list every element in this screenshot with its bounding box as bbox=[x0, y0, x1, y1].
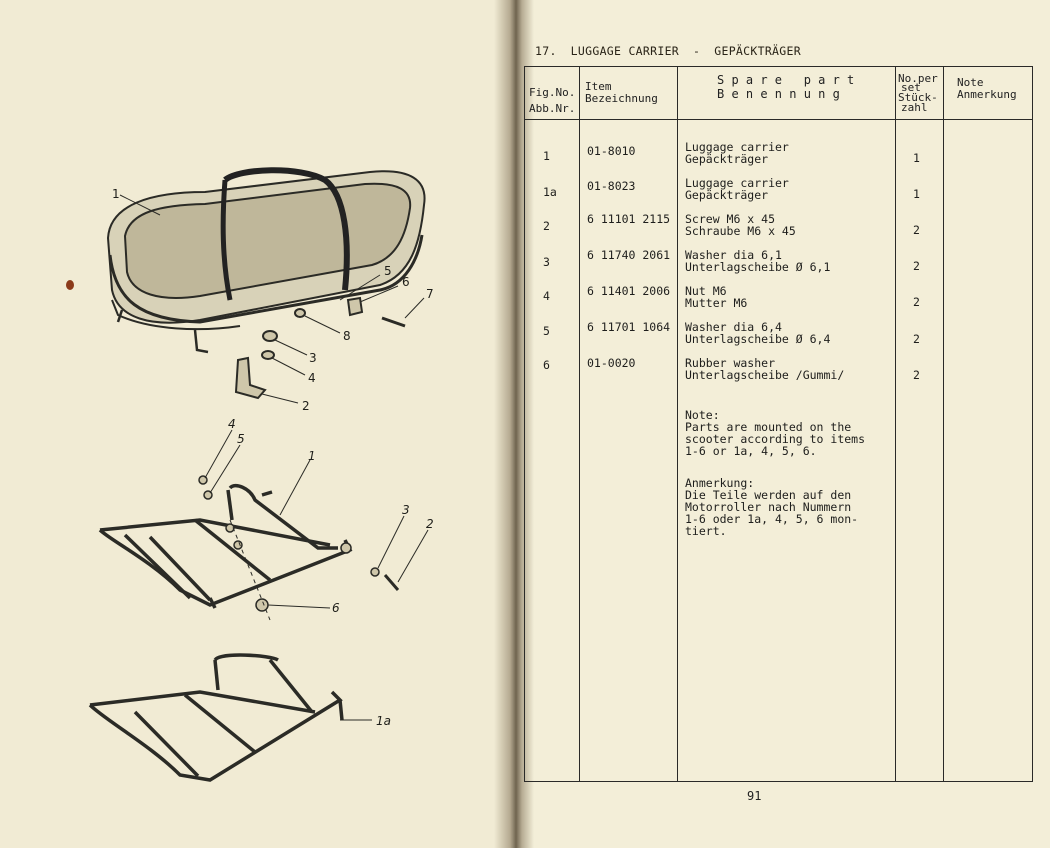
row-5-fig: 5 bbox=[543, 324, 550, 338]
note-en-line: scooter according to items bbox=[685, 432, 866, 446]
label-1a: 1a bbox=[376, 714, 391, 728]
note-de-line: 1-6 oder 1a, 4, 5, 6 mon- bbox=[685, 512, 859, 526]
parts-table: Fig.No. Abb.Nr. Item Bezeichnung S p a r… bbox=[524, 66, 1033, 782]
header-spare-part: S p a r e p a r t bbox=[717, 73, 855, 87]
row-3-qty: 2 bbox=[913, 259, 920, 273]
leader-lines-middle bbox=[204, 429, 429, 621]
row-3-name-de: Unterlagscheibe Ø 6,1 bbox=[685, 260, 831, 274]
column-divider bbox=[895, 67, 896, 781]
ink-spot bbox=[66, 280, 74, 290]
note-en-line: Parts are mounted on the bbox=[685, 420, 852, 434]
label-8: 8 bbox=[343, 329, 351, 343]
row-4-name-de: Mutter M6 bbox=[685, 296, 748, 310]
row-1-name-de: Gepäckträger bbox=[685, 152, 769, 166]
luggage-rack-1a-illustration bbox=[88, 653, 344, 782]
row-2-name-en: Screw M6 x 45 bbox=[685, 212, 776, 226]
leader-lines-top bbox=[119, 194, 425, 404]
small-parts-illustration bbox=[234, 296, 406, 400]
label-4-mid: 4 bbox=[228, 417, 236, 431]
section-number: 17. bbox=[535, 44, 557, 58]
page-number: 91 bbox=[747, 789, 762, 803]
label-3: 3 bbox=[309, 351, 317, 365]
row-1a-qty: 1 bbox=[913, 187, 920, 201]
label-1: 1 bbox=[112, 187, 120, 201]
header-no-per: No.per bbox=[898, 72, 938, 85]
header-anmerkung: Anmerkung bbox=[957, 88, 1017, 101]
note-en-line: 1-6 or 1a, 4, 5, 6. bbox=[685, 444, 817, 458]
row-6-fig: 6 bbox=[543, 358, 550, 372]
header-note: Note bbox=[957, 76, 984, 89]
book-gutter bbox=[494, 0, 534, 848]
label-5-mid: 5 bbox=[237, 432, 245, 446]
section-title: 17. LUGGAGE CARRIER-GEPÄCKTRÄGER bbox=[535, 44, 815, 58]
header-bezeichnung: Bezeichnung bbox=[585, 92, 658, 105]
header-set: set bbox=[901, 81, 921, 94]
row-2-qty: 2 bbox=[913, 223, 920, 237]
row-1-qty: 1 bbox=[913, 151, 920, 165]
row-1-name-en: Luggage carrier bbox=[685, 140, 789, 154]
note-de-line: tiert. bbox=[685, 524, 727, 538]
label-2: 2 bbox=[302, 399, 310, 413]
row-5-name-en: Washer dia 6,4 bbox=[685, 320, 782, 334]
left-page bbox=[0, 0, 512, 848]
label-6-mid: 6 bbox=[332, 601, 340, 615]
header-divider bbox=[525, 119, 1032, 120]
header-abb-nr: Abb.Nr. bbox=[529, 102, 576, 115]
column-divider bbox=[579, 67, 580, 781]
column-divider bbox=[677, 67, 678, 781]
figure-labels: 1 5 6 7 8 3 4 2 4 5 1 3 2 6 1a bbox=[112, 187, 434, 728]
rack-small-parts bbox=[198, 475, 400, 612]
row-3-fig: 3 bbox=[543, 255, 550, 269]
row-6-qty: 2 bbox=[913, 368, 920, 382]
row-1-fig: 1 bbox=[543, 149, 550, 163]
row-3-name-en: Washer dia 6,1 bbox=[685, 248, 782, 262]
right-page bbox=[512, 0, 1050, 848]
luggage-case-illustration bbox=[106, 167, 426, 354]
row-4-qty: 2 bbox=[913, 295, 920, 309]
note-en-heading: Note: bbox=[685, 408, 720, 422]
row-6-name-de: Unterlagscheibe /Gummi/ bbox=[685, 368, 845, 382]
row-4-fig: 4 bbox=[543, 289, 550, 303]
section-title-de: GEPÄCKTRÄGER bbox=[714, 44, 801, 58]
row-4-item: 6 11401 2006 bbox=[587, 284, 671, 298]
row-2-fig: 2 bbox=[543, 219, 550, 233]
note-de-line: Die Teile werden auf den bbox=[685, 488, 852, 502]
label-1-mid: 1 bbox=[308, 449, 316, 463]
row-3-item: 6 11740 2061 bbox=[587, 248, 671, 262]
section-dash: - bbox=[693, 44, 701, 58]
label-3-mid: 3 bbox=[402, 503, 410, 517]
label-2-mid: 2 bbox=[426, 517, 434, 531]
header-item: Item bbox=[585, 80, 612, 93]
label-7: 7 bbox=[426, 287, 434, 301]
row-1a-fig: 1a bbox=[543, 185, 557, 199]
header-benennung: B e n e n n u n g bbox=[717, 87, 840, 101]
note-de-line: Motorroller nach Nummern bbox=[685, 500, 852, 514]
exploded-view-drawing: 1 5 6 7 8 3 4 2 4 5 1 3 2 6 1a bbox=[66, 167, 434, 782]
row-6-name-en: Rubber washer bbox=[685, 356, 776, 370]
header-fig-no: Fig.No. bbox=[529, 86, 576, 99]
note-de-heading: Anmerkung: bbox=[685, 476, 755, 490]
label-4: 4 bbox=[308, 371, 316, 385]
section-title-en: LUGGAGE CARRIER bbox=[570, 44, 680, 58]
row-5-item: 6 11701 1064 bbox=[587, 320, 671, 334]
row-1a-name-de: Gepäckträger bbox=[685, 188, 769, 202]
row-2-name-de: Schraube M6 x 45 bbox=[685, 224, 796, 238]
row-1-item: 01-8010 bbox=[587, 144, 636, 158]
row-1a-name-en: Luggage carrier bbox=[685, 176, 789, 190]
row-5-name-de: Unterlagscheibe Ø 6,4 bbox=[685, 332, 831, 346]
header-zahl: zahl bbox=[901, 101, 928, 114]
row-1a-item: 01-8023 bbox=[587, 179, 636, 193]
luggage-rack-illustration bbox=[98, 483, 353, 609]
row-4-name-en: Nut M6 bbox=[685, 284, 727, 298]
row-2-item: 6 11101 2115 bbox=[587, 212, 671, 226]
header-stueck: Stück- bbox=[898, 91, 938, 104]
row-5-qty: 2 bbox=[913, 332, 920, 346]
row-6-item: 01-0020 bbox=[587, 356, 636, 370]
label-6: 6 bbox=[402, 275, 410, 289]
column-divider bbox=[943, 67, 944, 781]
label-5: 5 bbox=[384, 264, 392, 278]
